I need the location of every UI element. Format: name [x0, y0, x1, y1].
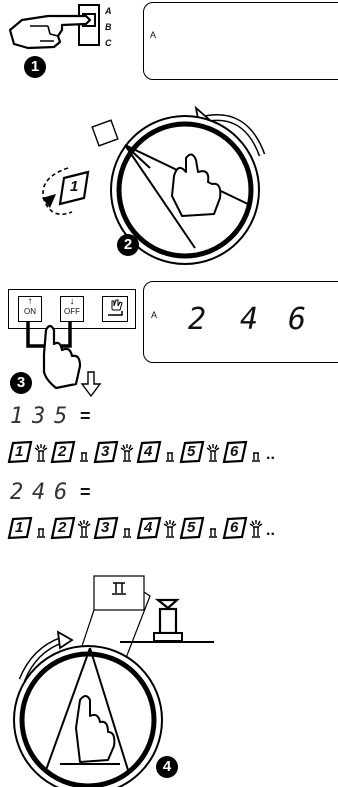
row-ellipsis: .. [266, 447, 275, 463]
day-book-icon: 1 [8, 517, 32, 539]
day-block: 2 [51, 517, 91, 539]
step2-number-badge: 2 [117, 234, 139, 256]
day-number: 6 [230, 443, 238, 460]
even-digit-1: 2 [10, 480, 32, 505]
sprinkler-off-icon [249, 443, 263, 463]
day-block: 1 [8, 441, 48, 463]
step4-number: 4 [163, 758, 171, 775]
sprinkler-off-icon [163, 443, 177, 463]
even-days-label: 2 4 6 = [10, 480, 91, 504]
hand-enter-icon [103, 297, 127, 321]
row-ellipsis: .. [266, 523, 275, 539]
odd-days-label: 1 3 5 = [10, 404, 91, 428]
day-book-icon: 5 [180, 441, 204, 463]
sprinkler-on-icon [206, 443, 220, 463]
sprinkler-on-icon [120, 443, 134, 463]
sprinkler-off-icon [34, 519, 48, 539]
lcd-digit-1: 2 [188, 302, 206, 337]
day-number: 4 [144, 519, 152, 536]
day-number: 4 [144, 443, 152, 460]
sprinkler-on-icon [77, 519, 91, 539]
day-number: 3 [101, 443, 109, 460]
day-book-icon: 2 [51, 517, 75, 539]
program-icon-number: 1 [70, 178, 78, 195]
sprinkler-on-icon [249, 519, 263, 539]
switch-label-b: B [105, 22, 112, 32]
up-arrow-icon: ↑ [19, 297, 41, 307]
step1-lcd-letter: A [150, 30, 156, 40]
off-button[interactable]: ↓ OFF [60, 296, 84, 322]
day-book-icon: 4 [137, 441, 161, 463]
lcd-digit-2: 4 [240, 302, 258, 337]
sprinkler-on-icon [34, 443, 48, 463]
odd-digit-1: 1 [10, 404, 32, 429]
switch-label-a: A [105, 6, 112, 16]
day-number: 5 [187, 519, 195, 536]
sprinkler-off-icon [77, 443, 91, 463]
day-book-icon: 1 [8, 441, 32, 463]
day-number: 2 [58, 519, 66, 536]
day-number: 6 [230, 519, 238, 536]
sprinkler-on-icon [163, 519, 177, 539]
day-book-icon: 4 [137, 517, 161, 539]
sprinkler-off-icon [120, 519, 134, 539]
odd-digit-2: 3 [32, 404, 54, 429]
even-digit-3: 6 [54, 480, 80, 505]
day-book-icon: 3 [94, 441, 118, 463]
day-block: 5 [180, 441, 220, 463]
day-block: 6 [223, 517, 263, 539]
day-book-icon: 5 [180, 517, 204, 539]
step3-lcd-letter: A [151, 310, 157, 320]
day-block: 3 [94, 441, 134, 463]
odd-digit-3: 5 [54, 404, 80, 429]
lcd-digit-3: 6 [288, 302, 306, 337]
day-number: 2 [58, 443, 66, 460]
even-days-row: 1 2 3 4 5 6.. [8, 513, 275, 539]
step2-number: 2 [124, 236, 132, 253]
down-arrow-icon: ↓ [61, 297, 83, 307]
day-block: 1 [8, 517, 48, 539]
step3-number: 3 [17, 374, 25, 391]
day-number: 1 [15, 443, 23, 460]
enter-button[interactable] [102, 296, 128, 322]
day-book-icon: 6 [223, 441, 247, 463]
step1-number-badge: 1 [24, 56, 46, 78]
day-book-icon: 3 [94, 517, 118, 539]
on-button[interactable]: ↑ ON [18, 296, 42, 322]
day-block: 6 [223, 441, 263, 463]
day-block: 3 [94, 517, 134, 539]
day-book-icon: 2 [51, 441, 75, 463]
day-block: 5 [180, 517, 220, 539]
day-number: 5 [187, 443, 195, 460]
day-block: 4 [137, 441, 177, 463]
off-button-label: OFF [61, 307, 83, 317]
step1-number: 1 [31, 58, 39, 75]
day-number: 1 [15, 519, 23, 536]
on-button-label: ON [19, 307, 41, 317]
step1-lcd-display [143, 2, 338, 80]
even-digit-2: 4 [32, 480, 54, 505]
odd-days-row: 1 2 3 4 5 6.. [8, 437, 275, 463]
switch-label-c: C [105, 38, 112, 48]
step3-number-badge: 3 [10, 372, 32, 394]
odd-equals: = [80, 406, 91, 427]
day-number: 3 [101, 519, 109, 536]
step4-number-badge: 4 [156, 756, 178, 778]
day-book-icon: 6 [223, 517, 247, 539]
even-equals: = [80, 482, 91, 503]
sprinkler-off-icon [206, 519, 220, 539]
day-block: 2 [51, 441, 91, 463]
day-block: 4 [137, 517, 177, 539]
